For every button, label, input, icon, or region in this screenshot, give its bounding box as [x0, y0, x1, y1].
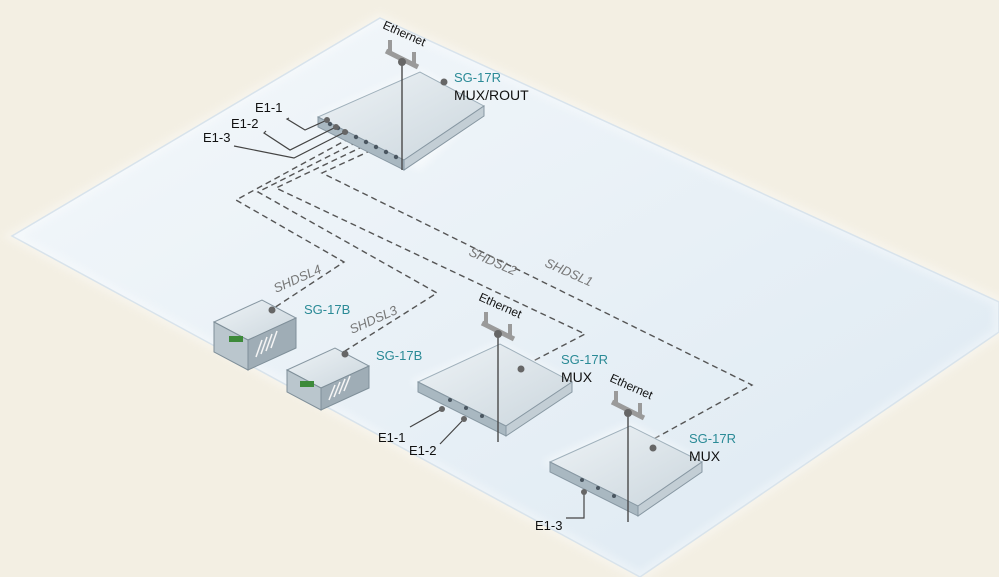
mux-b-ethernet-connector: [610, 391, 646, 522]
mux-a-marker: [517, 365, 525, 373]
main-e1-wires: [233, 117, 348, 159]
sg17b-bottom-marker: [341, 350, 349, 358]
main-port-e1-3: E1-3: [203, 130, 230, 145]
main-router-model: SG-17R: [454, 70, 501, 85]
mux-b-device[interactable]: [542, 422, 704, 517]
mux-a-model: SG-17R: [561, 352, 608, 367]
mux-b-e1-wires: [566, 489, 587, 519]
mux-a-ethernet-connector: [480, 312, 516, 442]
main-ethernet-connector: [384, 40, 420, 170]
main-port-e1-1: E1-1: [255, 100, 282, 115]
main-router-role: MUX/ROUT: [454, 87, 529, 103]
shdsl3-link: [256, 141, 439, 352]
sg17b-top-model: SG-17B: [304, 302, 350, 317]
mux-a-role: MUX: [561, 369, 593, 385]
sg17b-bottom-device[interactable]: [285, 347, 371, 411]
mux-a-port-e1-2: E1-2: [409, 443, 436, 458]
mux-b-model: SG-17R: [689, 431, 736, 446]
sg17b-bottom-model: SG-17B: [376, 348, 422, 363]
shdsl4-link: [234, 137, 351, 311]
mux-a-port-e1-1: E1-1: [378, 430, 405, 445]
main-router-marker: [440, 78, 448, 86]
mux-a-device[interactable]: [410, 342, 574, 437]
mux-b-marker: [649, 444, 657, 452]
mux-a-e1-wires: [409, 406, 467, 445]
mux-b-port-e1-3: E1-3: [535, 518, 562, 533]
shdsl-links: [234, 137, 754, 442]
shdsl1-link: [320, 149, 754, 442]
main-port-e1-2: E1-2: [231, 116, 258, 131]
sg17b-top-marker: [268, 306, 276, 314]
mux-b-role: MUX: [689, 448, 721, 464]
